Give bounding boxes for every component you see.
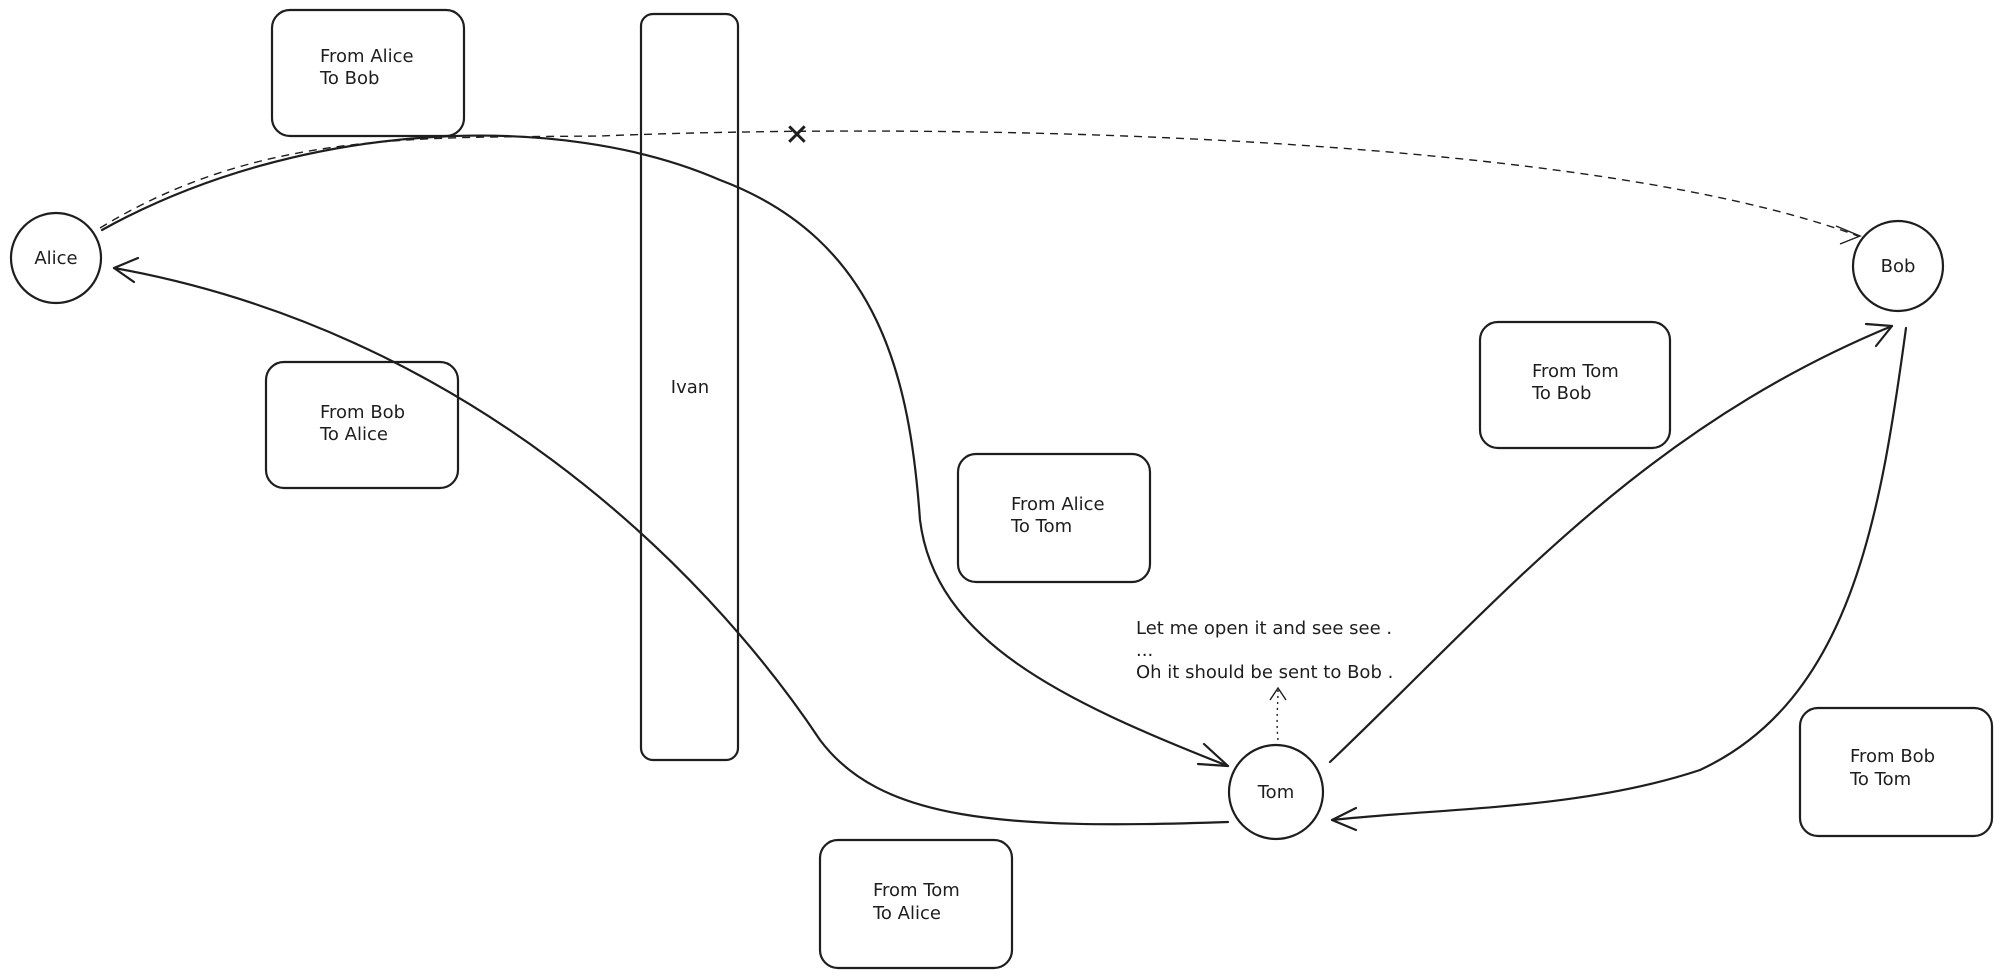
envelope-from-label: From Alice <box>320 46 414 67</box>
blocked-x-icon: ✕ <box>784 118 809 153</box>
intended-route-alice-to-bob <box>99 130 1862 245</box>
node-tom: Tom <box>1227 743 1325 841</box>
thought-line-2: ... <box>1136 640 1153 661</box>
envelope-to-label: To Tom <box>1010 516 1072 537</box>
envelope-bob-to-tom: From Bob To Tom <box>1798 706 1994 838</box>
envelope-to-label: To Bob <box>1531 383 1591 404</box>
thought-line-3: Oh it should be sent to Bob . <box>1136 662 1393 683</box>
envelope-from-label: From Tom <box>1532 361 1619 382</box>
ivan-barrier: Ivan <box>639 12 740 762</box>
envelope-to-label: To Tom <box>1849 769 1911 790</box>
thought-connector <box>1269 686 1287 741</box>
envelope-from-label: From Tom <box>873 880 960 901</box>
alice-label: Alice <box>34 248 77 269</box>
thought-line-1: Let me open it and see see . <box>1136 618 1392 639</box>
envelope-from-label: From Alice <box>1011 494 1105 515</box>
envelope-to-label: To Alice <box>319 424 388 445</box>
envelope-tom-to-bob: From Tom To Bob <box>1478 320 1672 450</box>
envelope-from-label: From Bob <box>1850 746 1935 767</box>
envelope-from-label: From Bob <box>320 402 405 423</box>
arrow-bob-to-tom <box>1330 326 1908 832</box>
envelope-to-label: To Bob <box>319 68 379 89</box>
envelope-tom-to-alice: From Tom To Alice <box>818 838 1014 970</box>
tom-label: Tom <box>1257 782 1294 803</box>
node-bob: Bob <box>1851 219 1945 313</box>
tom-thought-note: Let me open it and see see . ... Oh it s… <box>1136 618 1393 683</box>
envelope-bob-to-alice: From Bob To Alice <box>264 360 460 490</box>
ivan-label: Ivan <box>671 377 709 398</box>
node-alice: Alice <box>9 211 103 305</box>
arrow-tom-to-bob <box>1328 322 1894 764</box>
envelope-alice-to-bob: From Alice To Bob <box>270 8 466 138</box>
bob-label: Bob <box>1881 256 1916 277</box>
arrow-alice-to-tom <box>100 134 1230 768</box>
envelope-to-label: To Alice <box>872 903 941 924</box>
arrow-tom-to-alice <box>112 256 1230 826</box>
envelope-alice-to-tom: From Alice To Tom <box>956 452 1152 584</box>
